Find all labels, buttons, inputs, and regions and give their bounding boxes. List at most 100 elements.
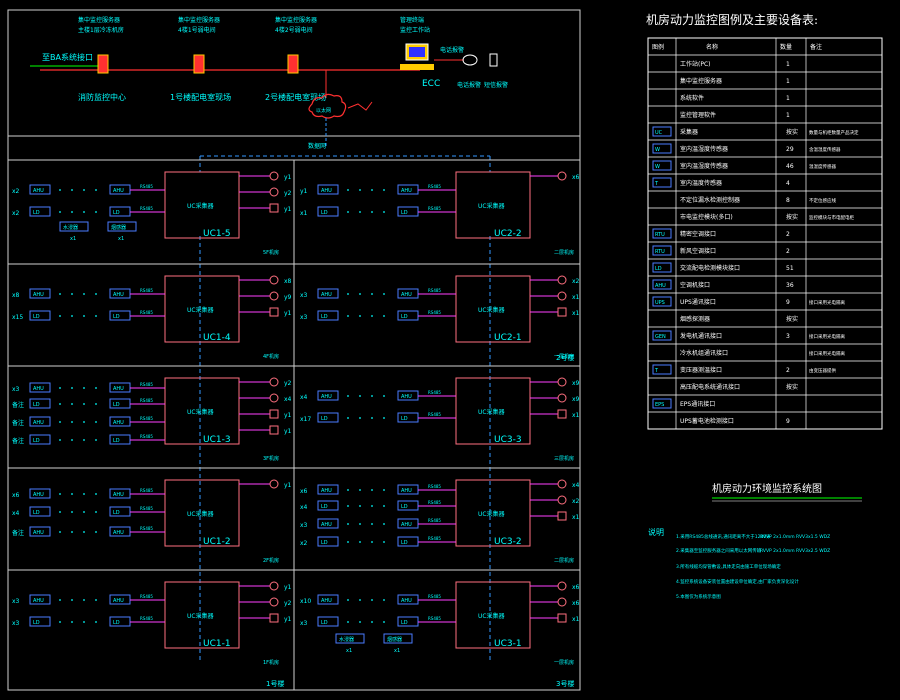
legend-symbol-box [652,126,672,137]
server-2[interactable]: 集中监控服务器 4楼1号弱电间 1号楼配电室现场 [170,16,231,102]
unit-id-label: UC1-5 [203,229,231,239]
input-count-label: x10 [300,598,311,605]
server-3[interactable]: 集中监控服务器 4楼2号弱电间 2号楼配电室现场 [265,16,326,102]
uc-controller-box [455,275,531,343]
table-note-cell: 数量与机柜数量产品决定 [809,129,859,136]
unit-id-label: UC2-2 [494,229,522,239]
signal-label: RS485 [140,434,153,439]
room-label: 1F机房 [263,659,279,666]
dot [383,505,385,507]
table-header-cell: 图例 [652,43,664,51]
building-tag-left-bottom: 1号楼 [266,679,284,688]
server-2-icon [193,54,205,74]
sensor-icon [557,275,567,285]
table-note-cell: 接口采用光电隔离 [809,299,845,306]
device-box [29,206,51,217]
dot [95,315,97,317]
dot [83,599,85,601]
dot [371,293,373,295]
output-count-label: x9 [572,396,580,403]
output-count-label: x2 [572,278,580,285]
dot [59,511,61,513]
output-count-label: x6 [572,584,580,591]
device-label: LD [113,210,120,216]
dot [59,599,61,601]
uc-controller-box [164,275,240,343]
table-name-cell: 变压器测温接口 [680,366,722,374]
device-label: AHU [113,292,124,298]
table-name-cell: 室内温度传感器 [680,179,722,187]
table-qty-cell: 1 [786,95,790,102]
dot [347,505,349,507]
dot [371,541,373,543]
table-name-cell: 工作站(PC) [680,60,711,68]
dot [83,315,85,317]
room-label: 二层机房 [554,557,574,564]
legend-symbol-text: RTU [655,249,665,255]
dot [83,621,85,623]
dot [83,211,85,213]
signal-label: RS485 [428,536,441,541]
device-label: AHU [33,386,44,392]
dot [383,599,385,601]
server-1[interactable]: 集中监控服务器 主楼1层冷冻机房 消防监控中心 [78,16,126,102]
dot [95,421,97,423]
dot [359,315,361,317]
dot [371,599,373,601]
dot [95,189,97,191]
monitor-screen [409,47,425,57]
device-label: LD [33,438,40,444]
device-box [317,536,339,547]
dot [359,293,361,295]
dot [95,211,97,213]
legend-symbol-box [652,177,672,188]
legend-symbol-box [652,228,672,239]
input-count-label: x3 [12,620,20,627]
device-box [317,484,339,495]
signal-label: RS485 [140,526,153,531]
device-box [29,506,51,517]
dot [59,421,61,423]
dot [347,189,349,191]
dot [359,489,361,491]
input-count-label: x3 [12,386,20,393]
server-2-label: 1号楼配电室现场 [170,92,231,102]
legend-symbol-text: EPS [655,402,664,408]
legend-symbol-box [652,262,672,273]
uc-controller-label: UC采集器 [478,408,505,416]
legend-symbol-text: T [654,181,659,187]
device-label: LD [401,620,408,626]
device-label: LD [113,438,120,444]
workstation[interactable]: 管理终端 监控工作站 ECC [400,16,440,89]
dot [371,189,373,191]
spec-line-2: RVVP 2x1.0mm RVV3x2.5 WDZ [760,548,830,554]
device-box [29,382,51,393]
device-label: AHU [33,420,44,426]
legend-symbol-box [652,296,672,307]
output-count-label: x6 [572,174,580,181]
dot [347,315,349,317]
dot [359,189,361,191]
input-count-label: x15 [12,314,23,321]
server-2-caption-2: 4楼1号弱电间 [178,26,216,34]
signal-label: RS485 [140,310,153,315]
table-border [647,37,883,430]
aux-device-box [383,633,413,644]
aux-count-label: x1 [70,236,76,242]
device-label: AHU [113,386,124,392]
server-1-label: 消防监控中心 [78,92,126,102]
sms-alarm: 短信报警 [484,53,508,89]
dot [371,211,373,213]
output-count-label: y1 [284,584,292,591]
